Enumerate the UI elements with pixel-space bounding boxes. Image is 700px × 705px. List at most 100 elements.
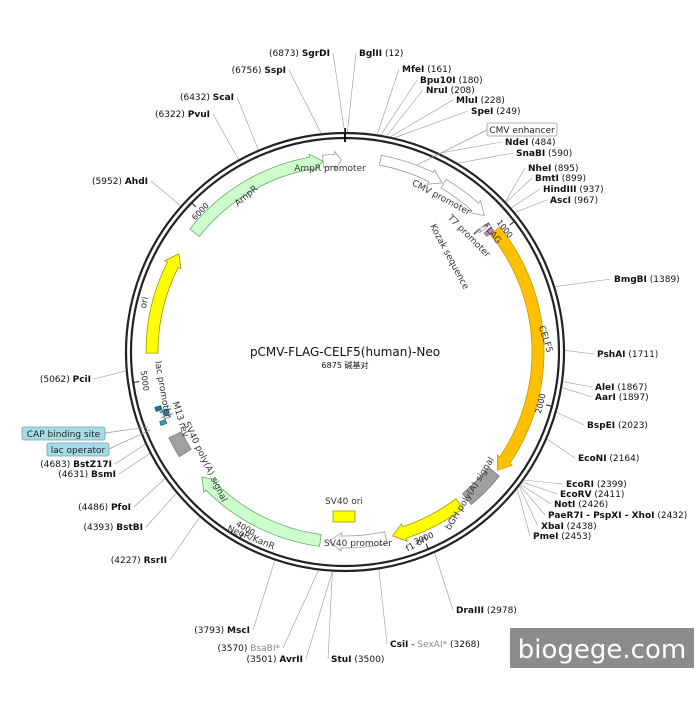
- feature-lac-operator: [159, 419, 168, 427]
- site-pmei[interactable]: PmeI (2453): [517, 488, 591, 542]
- site-xbai[interactable]: XbaI (2438): [518, 486, 597, 532]
- svg-text:NheI (895): NheI (895): [528, 164, 578, 174]
- svg-text:PshAI (1711): PshAI (1711): [597, 350, 658, 360]
- svg-text:PaeR7I - PspXI - XhoI (2432): PaeR7I - PspXI - XhoI (2432): [548, 511, 687, 521]
- plasmid-size: 6875 碱基对: [322, 360, 369, 370]
- callout-cap-binding-site-label: CAP binding site: [27, 430, 101, 440]
- site-paer7i-pspxi-xhoi[interactable]: PaeR7I - PspXI - XhoI (2432): [519, 485, 687, 521]
- feature-label-sv40-ori: SV40 ori: [325, 497, 363, 507]
- svg-text:MfeI (161): MfeI (161): [402, 65, 451, 75]
- site-ecori[interactable]: EcoRI (2399): [523, 479, 627, 490]
- site-bspei[interactable]: BspEI (2023): [556, 412, 648, 431]
- svg-text:(3793) MscI: (3793) MscI: [194, 626, 250, 636]
- feature-label-lac-promoter: lac promoter: [152, 360, 172, 419]
- site-bsmi[interactable]: (4631) BsmI: [58, 453, 151, 480]
- site-bsabi[interactable]: (3570) BsaBI*: [217, 570, 319, 654]
- site-asci[interactable]: AscI (967): [514, 196, 598, 213]
- site-msci[interactable]: (3793) MscI: [194, 560, 276, 636]
- site-pshai[interactable]: PshAI (1711): [564, 350, 658, 360]
- feature-cmv-promoter: [440, 178, 485, 216]
- svg-text:(5952) AhdI: (5952) AhdI: [92, 177, 148, 187]
- site-mlui[interactable]: MluI (228): [390, 96, 505, 138]
- callout-lac-operator: lac operator: [46, 429, 151, 457]
- svg-text:EcoRV (2411): EcoRV (2411): [560, 490, 624, 500]
- feature-cmv-enhancer: [379, 154, 443, 185]
- svg-text:HindIII (937): HindIII (937): [543, 185, 604, 195]
- site-avrii[interactable]: (3501) AvrII: [247, 571, 333, 665]
- svg-text:(5062) PciI: (5062) PciI: [40, 375, 91, 385]
- site-hindiii[interactable]: HindIII (937): [511, 185, 604, 209]
- svg-text:EcoRI (2399): EcoRI (2399): [566, 480, 627, 490]
- site-draiii[interactable]: DraIII (2978): [434, 552, 517, 616]
- feature-sv40-ori: [332, 510, 356, 523]
- feature-ampr-promoter: [321, 150, 342, 171]
- site-pcii[interactable]: (5062) PciI: [40, 370, 126, 385]
- site-ahdi[interactable]: (5952) AhdI: [92, 177, 181, 206]
- site-bglii[interactable]: BglII (12): [347, 49, 403, 133]
- feature-sv40-polya: [168, 431, 192, 458]
- svg-text:(4631) BsmI: (4631) BsmI: [58, 470, 116, 480]
- site-rsrii[interactable]: (4227) RsrII: [111, 517, 200, 566]
- site-sspi[interactable]: (6756) SspI: [232, 66, 322, 134]
- site-aari[interactable]: AarI (1897): [561, 387, 649, 403]
- callout-cap-binding-site: CAP binding site: [21, 426, 149, 441]
- svg-text:(4486) PfoI: (4486) PfoI: [78, 503, 131, 513]
- svg-text:BglII (12): BglII (12): [359, 49, 403, 59]
- svg-text:XbaI (2438): XbaI (2438): [541, 522, 597, 532]
- feature-neor-kanr: [201, 476, 322, 547]
- site-bmti[interactable]: BmtI (899): [505, 174, 586, 203]
- svg-text:BmgBI (1389): BmgBI (1389): [614, 275, 680, 285]
- feature-bgh-polya: [461, 466, 500, 505]
- svg-text:DraIII (2978): DraIII (2978): [456, 606, 517, 616]
- svg-text:BmtI (899): BmtI (899): [535, 174, 586, 184]
- tick-label-5000: 5000: [139, 370, 151, 391]
- site-stui[interactable]: StuI (3500): [327, 571, 384, 665]
- svg-text:(3501) AvrII: (3501) AvrII: [247, 655, 303, 665]
- site-csii[interactable]: CsiI - SexAI* (3268): [378, 569, 480, 650]
- tick-mark-5000: [133, 381, 140, 383]
- svg-text:(4227) RsrII: (4227) RsrII: [111, 556, 167, 566]
- site-bpu10i[interactable]: Bpu10I (180): [380, 76, 483, 136]
- watermark-box: [510, 628, 694, 668]
- feature-label-bgh-polya: bGH poly(A) signal: [444, 456, 497, 533]
- feature-kozak: [473, 228, 481, 235]
- site-scai[interactable]: (6432) ScaI: [180, 93, 259, 150]
- svg-text:SnaBI (590): SnaBI (590): [516, 149, 572, 159]
- site-spei[interactable]: SpeI (249): [394, 107, 521, 138]
- site-pvui[interactable]: (6322) PvuI: [155, 110, 239, 160]
- feature-label-sv40-promoter: SV40 promoter: [324, 539, 392, 549]
- svg-text:(6322) PvuI: (6322) PvuI: [155, 110, 210, 120]
- svg-text:(4393) BstBI: (4393) BstBI: [83, 523, 143, 533]
- site-snabi[interactable]: SnaBI (590): [457, 149, 572, 164]
- svg-text:BspEI (2023): BspEI (2023): [587, 421, 648, 431]
- svg-text:(3570) BsaBI*: (3570) BsaBI*: [217, 644, 280, 654]
- site-sgrdi[interactable]: (6873) SgrDI: [269, 49, 345, 133]
- svg-text:PmeI (2453): PmeI (2453): [533, 532, 591, 542]
- site-bstz17i[interactable]: (4683) BstZ17I: [40, 443, 146, 470]
- site-pfoi[interactable]: (4486) PfoI: [78, 478, 166, 513]
- feature-celf5: [489, 226, 545, 471]
- svg-text:CsiI - SexAI* (3268): CsiI - SexAI* (3268): [390, 640, 480, 650]
- site-ndei[interactable]: NdeI (484): [439, 138, 556, 154]
- site-alei[interactable]: AleI (1867): [562, 381, 647, 393]
- site-mfei[interactable]: MfeI (161): [376, 65, 451, 135]
- feature-ori: [145, 253, 182, 354]
- svg-text:(4683) BstZ17I: (4683) BstZ17I: [40, 460, 112, 470]
- svg-text:(6873) SgrDI: (6873) SgrDI: [269, 49, 330, 59]
- site-bstbi[interactable]: (4393) BstBI: [83, 493, 177, 533]
- site-bmgbi[interactable]: BmgBI (1389): [555, 275, 680, 287]
- plasmid-title: pCMV-FLAG-CELF5(human)-Neo: [250, 345, 440, 359]
- tick-mark-4000: [239, 532, 244, 539]
- watermark-text: biogege.com: [518, 635, 686, 665]
- site-ecorv[interactable]: EcoRV (2411): [522, 481, 624, 500]
- tick-mark-2000: [546, 404, 553, 407]
- site-nhei[interactable]: NheI (895): [505, 164, 579, 202]
- site-econi[interactable]: EcoNI (2164): [546, 438, 639, 464]
- svg-text:NruI (208): NruI (208): [426, 86, 475, 96]
- site-nrui[interactable]: NruI (208): [386, 86, 475, 137]
- feature-label-m13-rev: M13 rev: [170, 401, 190, 439]
- feature-cap-site: [154, 405, 163, 413]
- site-noti[interactable]: NotI (2426): [520, 484, 609, 510]
